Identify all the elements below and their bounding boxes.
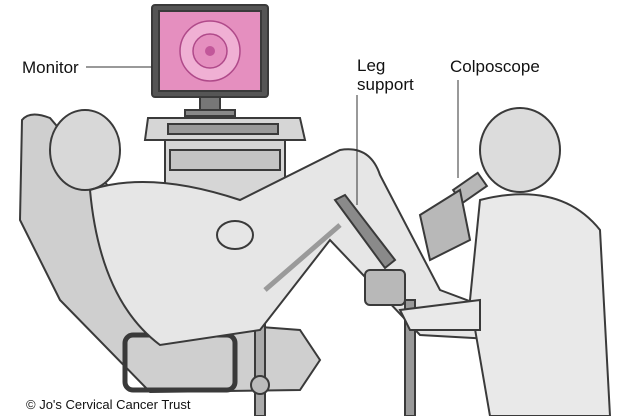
colposcope-label: Colposcope [450, 57, 540, 76]
monitor-label: Monitor [22, 58, 79, 77]
monitor-graphic [151, 4, 269, 117]
copyright-notice: © Jo's Cervical Cancer Trust [22, 397, 195, 412]
leg-support-label: Leg support [357, 56, 414, 94]
colposcope-graphic [364, 171, 489, 416]
leg-support-label-line2: support [357, 75, 414, 94]
clinician-figure [398, 107, 612, 416]
leg-support-label-line1: Leg [357, 56, 386, 75]
leg-support-graphic [263, 193, 397, 292]
patient-figure [49, 109, 529, 347]
